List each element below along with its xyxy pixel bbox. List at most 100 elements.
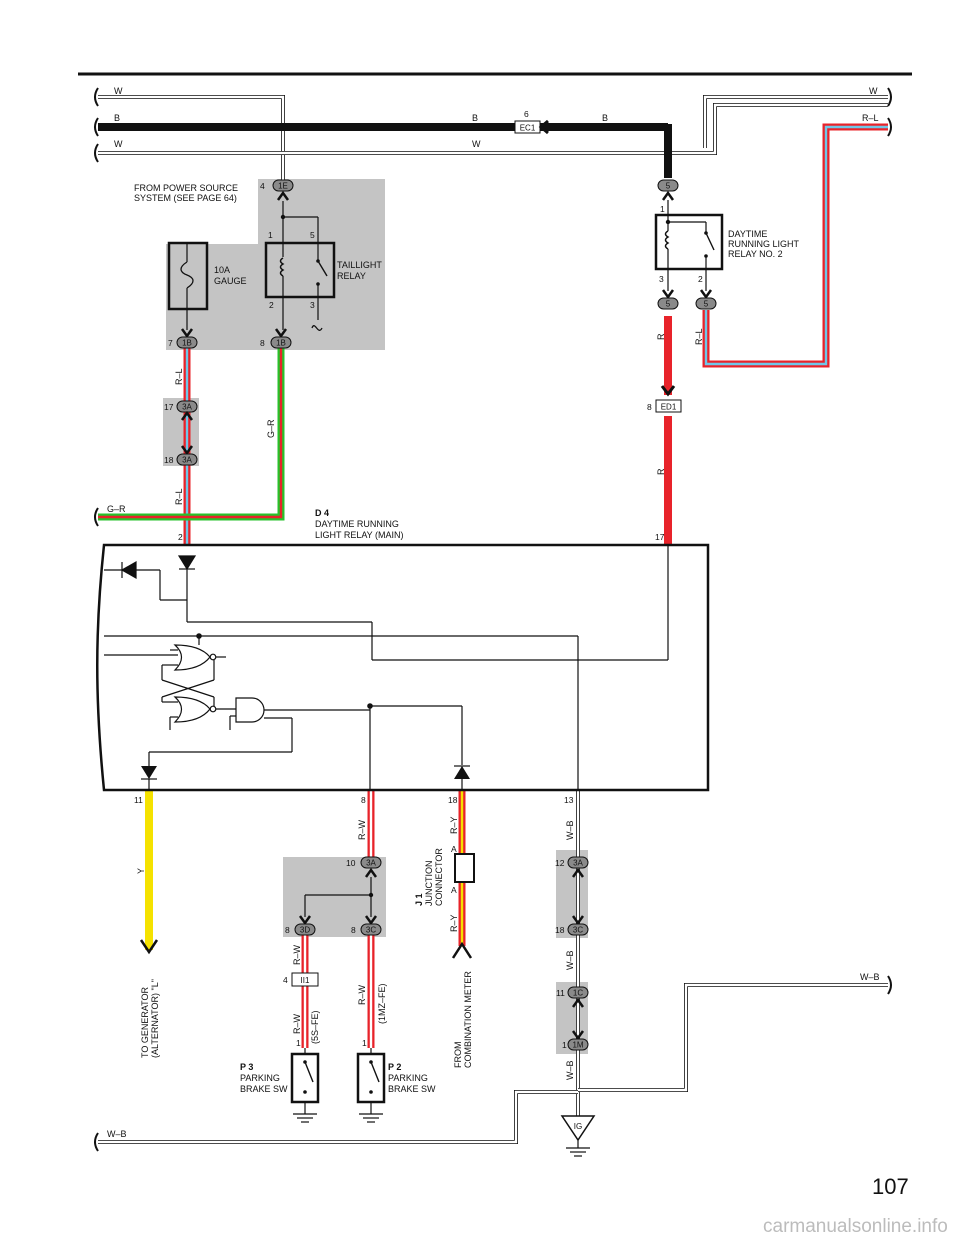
wb-wire (98, 790, 888, 1144)
connector-5-right: 5 (695, 289, 717, 310)
connector-3a-17: 3A 17 (164, 400, 198, 421)
svg-text:P 2: P 2 (388, 1062, 401, 1072)
svg-text:A: A (451, 844, 457, 854)
svg-text:3A: 3A (366, 859, 376, 868)
svg-text:DAYTIME: DAYTIME (728, 229, 767, 239)
svg-text:1B: 1B (276, 339, 286, 348)
svg-text:RELAY: RELAY (337, 271, 366, 281)
svg-text:R–Y: R–Y (449, 914, 459, 932)
svg-text:W–B: W–B (860, 972, 880, 982)
drl-main-relay: D 4 DAYTIME RUNNING LIGHT RELAY (MAIN) 2… (96, 508, 710, 805)
svg-text:1B: 1B (182, 339, 192, 348)
svg-text:A: A (451, 885, 457, 895)
svg-text:2: 2 (178, 532, 183, 542)
drl-relay-no2: 1 3 2 DAYTIME RUNNING LIGHT RELAY NO. 2 (654, 200, 800, 291)
svg-text:W: W (114, 86, 123, 96)
svg-text:1: 1 (362, 1038, 367, 1048)
connector-3d-8: 3D 8 (285, 915, 316, 936)
svg-text:FROM: FROM (453, 1042, 463, 1069)
svg-text:PARKING: PARKING (240, 1073, 280, 1083)
power-source-label-2: SYSTEM (SEE PAGE 64) (134, 193, 237, 203)
rotated-descriptions: TO GENERATOR (ALTERNATOR) "L" (5S–FE) (1… (140, 848, 473, 1068)
connector-5-top: 5 (657, 179, 679, 201)
ground-ig: IG (560, 1115, 596, 1157)
svg-text:5: 5 (666, 182, 671, 191)
svg-text:TO GENERATOR: TO GENERATOR (140, 986, 150, 1058)
svg-text:5: 5 (310, 230, 315, 240)
shaded-areas (163, 179, 588, 1054)
svg-text:5: 5 (704, 300, 709, 309)
connector-1c-11: 1C 11 (556, 986, 589, 1008)
rw-wire (301, 790, 375, 1048)
svg-text:R–W: R–W (292, 1013, 302, 1034)
svg-text:1: 1 (268, 230, 273, 240)
svg-text:J 1: J 1 (414, 893, 424, 906)
svg-text:12: 12 (555, 858, 565, 868)
svg-text:R–Y: R–Y (449, 816, 459, 834)
svg-text:W: W (472, 139, 481, 149)
svg-text:8: 8 (361, 795, 366, 805)
svg-text:(ALTERNATOR) "L": (ALTERNATOR) "L" (150, 979, 160, 1058)
connector-ed1: ED1 8 (647, 385, 682, 413)
wire-break-braces (94, 87, 892, 1152)
svg-text:18: 18 (448, 795, 458, 805)
svg-text:3A: 3A (573, 859, 583, 868)
svg-text:W–B: W–B (565, 1060, 575, 1080)
svg-text:18: 18 (555, 925, 565, 935)
connector-1e: 1E 4 (260, 179, 294, 201)
svg-text:EC1: EC1 (520, 124, 536, 133)
svg-text:10A: 10A (214, 265, 230, 275)
svg-text:PARKING: PARKING (388, 1073, 428, 1083)
svg-text:B: B (602, 113, 608, 123)
svg-text:BRAKE SW: BRAKE SW (388, 1084, 436, 1094)
svg-text:G–R: G–R (266, 419, 276, 438)
svg-text:BRAKE SW: BRAKE SW (240, 1084, 288, 1094)
svg-text:R–W: R–W (292, 944, 302, 965)
svg-text:R–L: R–L (862, 113, 879, 123)
taillight-relay: 1 5 2 3 TAILLIGHT RELAY (264, 201, 382, 331)
svg-text:ED1: ED1 (661, 403, 677, 412)
connector-1m-1: 1M 1 (562, 1030, 589, 1051)
svg-text:13: 13 (564, 795, 574, 805)
svg-text:R: R (656, 333, 666, 340)
power-source-label-1: FROM POWER SOURCE (134, 183, 238, 193)
page-number: 107 (872, 1174, 909, 1199)
svg-text:3A: 3A (182, 456, 192, 465)
connector-3a-12: 3A 12 (555, 856, 589, 878)
svg-text:2: 2 (269, 300, 274, 310)
svg-text:W: W (869, 86, 878, 96)
svg-text:W: W (114, 139, 123, 149)
svg-text:R–L: R–L (174, 368, 184, 385)
fuse-10a-gauge: 10A GAUGE (167, 241, 247, 330)
svg-text:COMBINATION METER: COMBINATION METER (463, 971, 473, 1068)
connector-ii1: II1 4 (283, 972, 319, 987)
svg-text:17: 17 (655, 532, 665, 542)
svg-text:D 4: D 4 (315, 508, 329, 518)
svg-text:TAILLIGHT: TAILLIGHT (337, 260, 382, 270)
svg-text:R–W: R–W (357, 819, 367, 840)
connector-5-left: 5 (657, 289, 679, 310)
svg-text:4: 4 (260, 181, 265, 191)
svg-text:6: 6 (524, 109, 529, 119)
svg-text:DAYTIME RUNNING: DAYTIME RUNNING (315, 519, 399, 529)
svg-text:RELAY NO. 2: RELAY NO. 2 (728, 249, 783, 259)
svg-text:3A: 3A (182, 403, 192, 412)
svg-text:W–B: W–B (107, 1129, 127, 1139)
svg-text:LIGHT RELAY (MAIN): LIGHT RELAY (MAIN) (315, 530, 404, 540)
svg-text:R–W: R–W (357, 984, 367, 1005)
svg-text:11: 11 (556, 988, 565, 998)
svg-text:3C: 3C (366, 926, 376, 935)
svg-text:B: B (472, 113, 478, 123)
wire-color-labels: W W B B B W W R–L G–R R–L R–L G–R R R R–… (107, 86, 880, 1139)
svg-text:P 3: P 3 (240, 1062, 253, 1072)
svg-text:5: 5 (666, 300, 671, 309)
svg-text:R–L: R–L (694, 328, 704, 345)
svg-text:JUNCTION: JUNCTION (424, 861, 434, 907)
parking-brake-sw-p2: 1 P 2 PARKING BRAKE SW (356, 1038, 436, 1123)
svg-text:(5S–FE): (5S–FE) (310, 1010, 320, 1044)
parking-brake-sw-p3: 1 P 3 PARKING BRAKE SW (240, 1038, 320, 1123)
junction-connector-j1: A A (451, 844, 475, 959)
generator-arrow (139, 939, 159, 955)
rl-wire-right (702, 123, 888, 368)
svg-text:8: 8 (351, 925, 356, 935)
